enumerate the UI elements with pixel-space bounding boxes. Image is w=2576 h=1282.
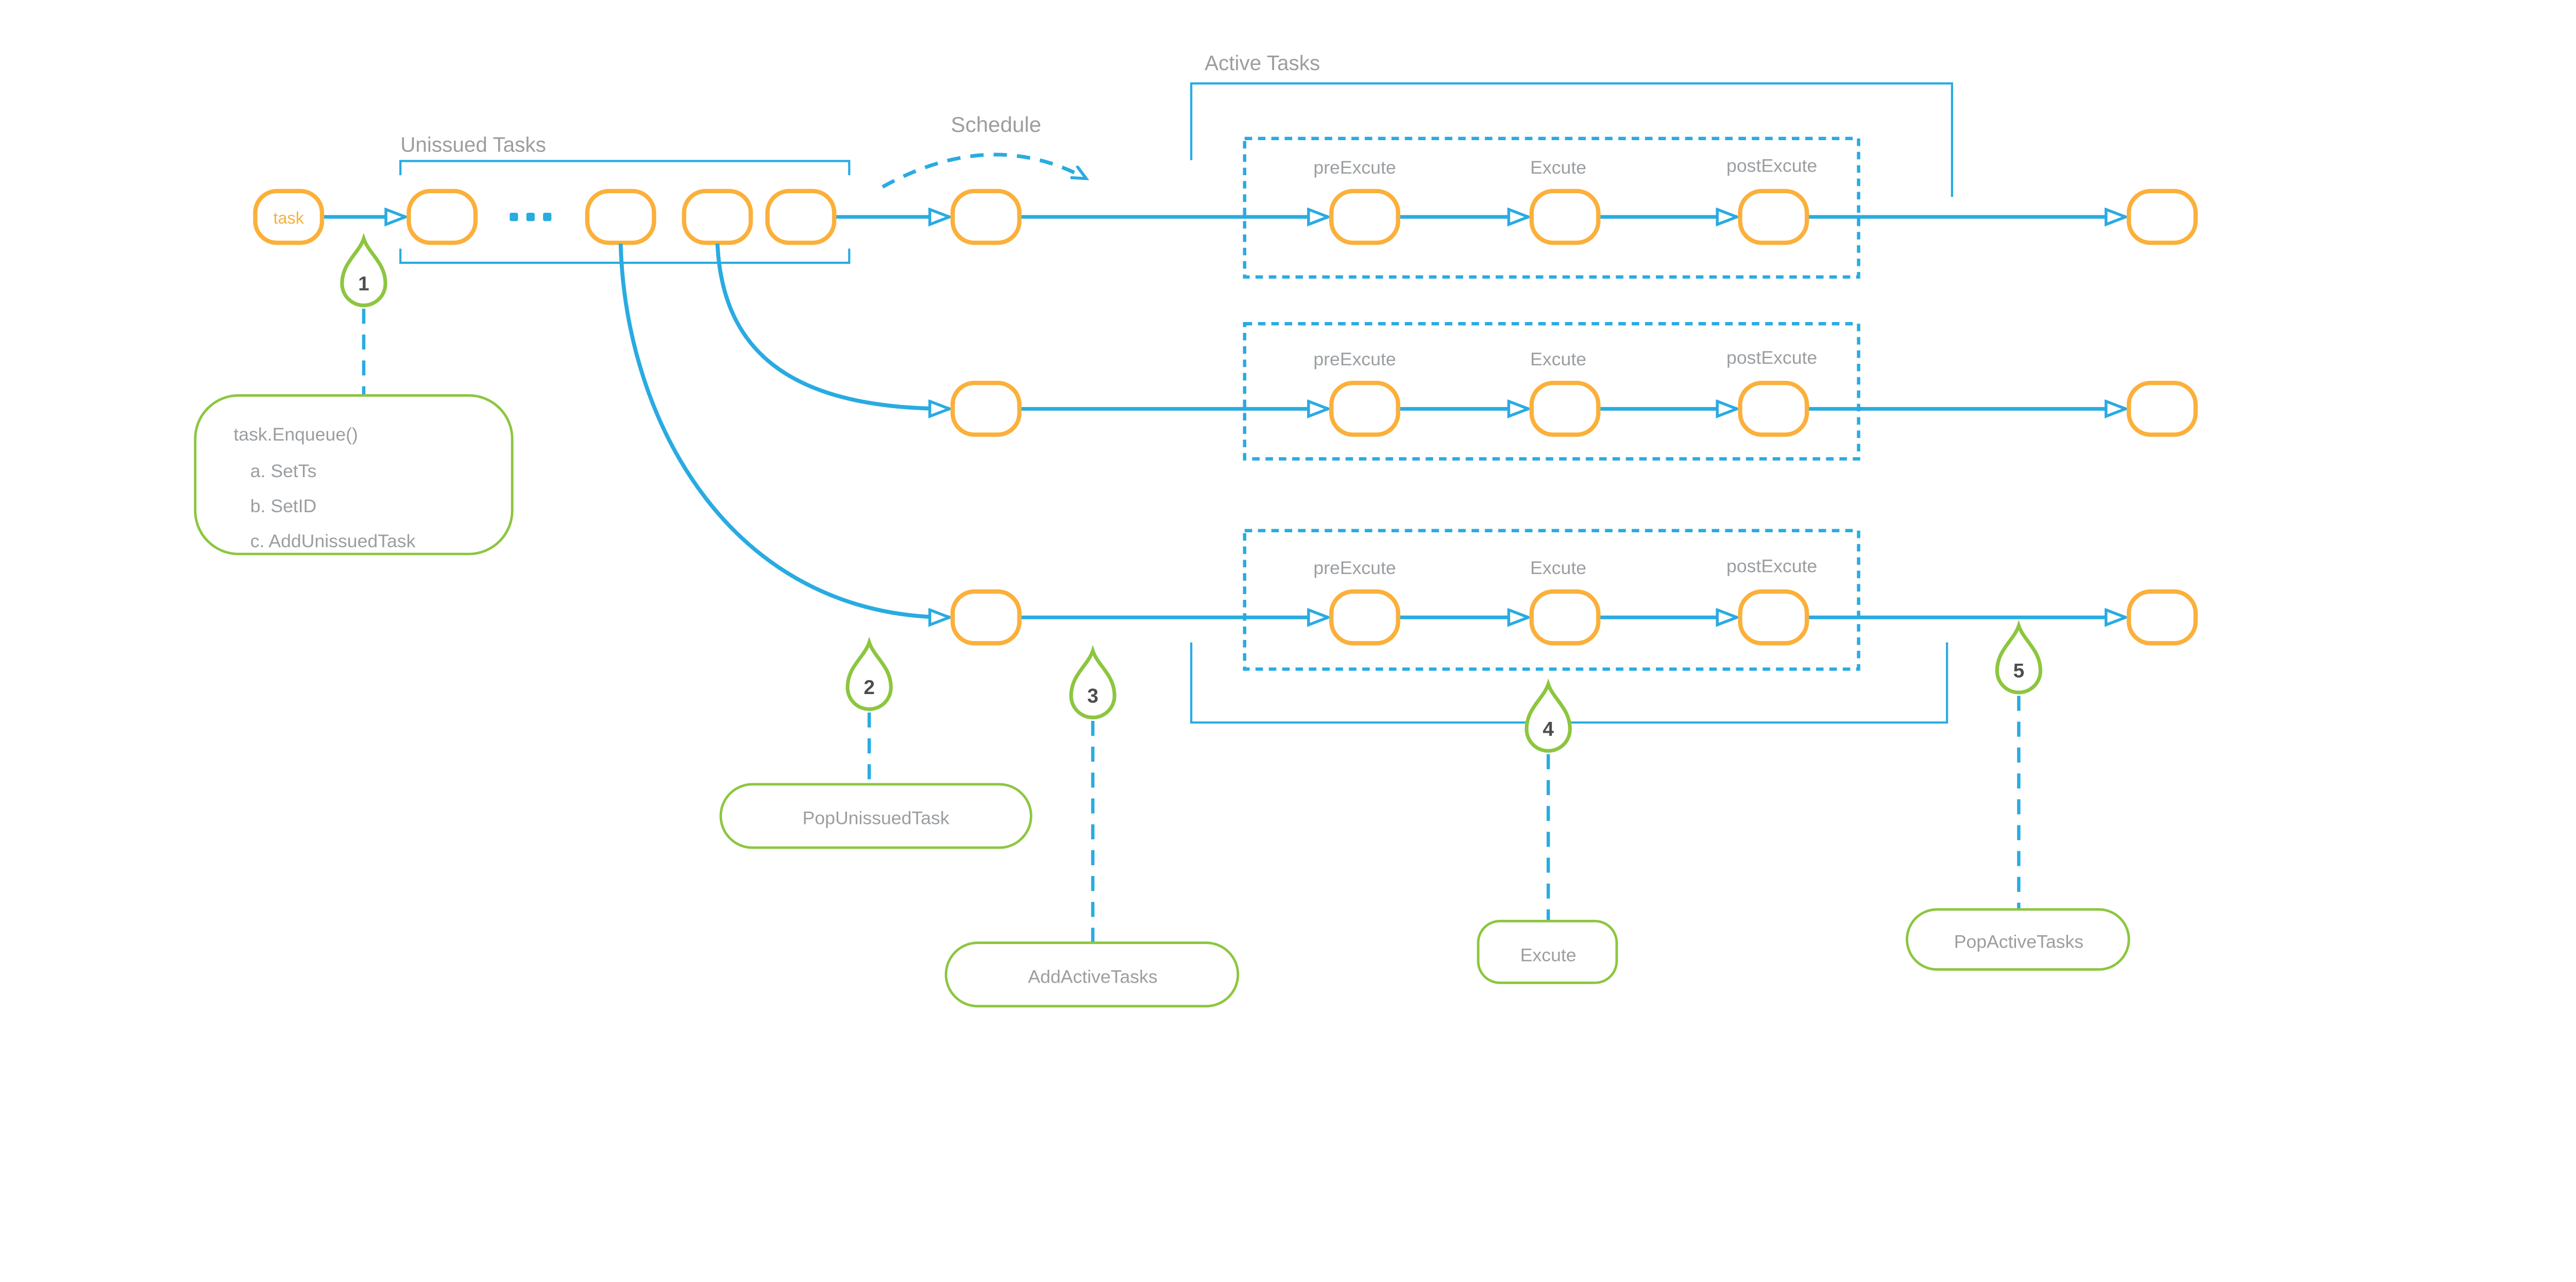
annotation-box-excute: [1477, 920, 1618, 984]
step-marker-1: 1: [342, 239, 385, 306]
annotation-enqueue-line-2: a. SetTs: [250, 461, 317, 481]
queue-node-2: [585, 189, 656, 245]
stage-label-excute-1: Excute: [1530, 157, 1586, 178]
done-node-3: [2126, 589, 2198, 646]
worker-row-2: preExcute Excute postExcute: [715, 243, 2198, 461]
postexcute-node-2: [1738, 380, 1809, 437]
step-marker-2: 2: [848, 643, 891, 710]
stage-label-preexcute-1: preExcute: [1313, 157, 1396, 178]
queue-node-4: [765, 189, 837, 245]
drop-icon-3: [1071, 651, 1114, 718]
excute-node-2: [1529, 380, 1601, 437]
annotation-enqueue-line-1: task.Enqueue(): [233, 424, 358, 445]
annotation-box-enqueue: [194, 394, 514, 555]
schedule-label: Schedule: [951, 112, 1041, 137]
annotation-box-popunissuedtask: [719, 783, 1032, 849]
arrow-queue-to-row-2: [715, 243, 949, 409]
queue-node-3: [682, 189, 753, 245]
worker-row-1: preExcute Excute postExcute task: [253, 137, 2198, 279]
stage-label-postexcute-2: postExcute: [1726, 347, 1817, 368]
schedule-arc-arrow: [882, 153, 1086, 189]
active-bracket-bottom: [1190, 642, 1948, 724]
step-annotations: 1 task.Enqueue() a. SetTs b. SetID c. Ad…: [194, 239, 2130, 1008]
done-node-1: [2126, 189, 2198, 245]
postexcute-node-1: [1738, 189, 1809, 245]
step-number-3: 3: [1087, 685, 1098, 707]
queue-node-1: [406, 189, 478, 245]
step-number-5: 5: [2013, 660, 2025, 682]
step-marker-4: 4: [1527, 684, 1570, 751]
unissued-tasks-group: Unissued Tasks: [399, 133, 851, 264]
task-node: [253, 189, 325, 245]
stage-label-postexcute-1: postExcute: [1726, 156, 1817, 176]
active-tasks-label: Active Tasks: [1205, 51, 1320, 75]
task-scheduler-diagram: Unissued Tasks Schedule Active Tasks pre…: [194, 51, 2198, 1008]
excute-node-1: [1529, 189, 1601, 245]
preexcute-node-1: [1329, 189, 1400, 245]
step-number-4: 4: [1543, 718, 1554, 740]
preexcute-node-2: [1329, 380, 1400, 437]
annotation-popactivetasks-label: PopActiveTasks: [1954, 931, 2083, 952]
annotation-enqueue-line-4: c. AddUnissuedTask: [250, 531, 416, 551]
execution-box-2: [1243, 322, 1860, 461]
annotation-box-addactivetasks: [944, 941, 1240, 1008]
annotation-excute-label: Excute: [1520, 944, 1577, 965]
excute-node-3: [1529, 589, 1601, 646]
unissued-tasks-label: Unissued Tasks: [400, 133, 546, 157]
stage-label-preexcute-3: preExcute: [1313, 558, 1396, 578]
scheduled-node-3: [950, 589, 1022, 646]
step-number-2: 2: [863, 677, 875, 699]
drop-icon-4: [1527, 684, 1570, 751]
annotation-enqueue-line-3: b. SetID: [250, 496, 317, 516]
stage-label-postexcute-3: postExcute: [1726, 556, 1817, 577]
worker-row-3: preExcute Excute postExcute: [618, 243, 2198, 671]
step-marker-3: 3: [1071, 651, 1114, 718]
stage-label-excute-2: Excute: [1530, 349, 1586, 369]
schedule-group: Schedule: [882, 112, 1086, 189]
ellipsis-dots: [510, 212, 552, 222]
scheduled-node-2: [950, 380, 1022, 437]
preexcute-node-3: [1329, 589, 1400, 646]
task-node-label: task: [274, 209, 304, 227]
postexcute-node-3: [1738, 589, 1809, 646]
annotation-popunissuedtask-label: PopUnissuedTask: [803, 808, 950, 829]
unissued-bracket-bottom: [399, 248, 851, 264]
active-bracket-top: [1190, 82, 1953, 197]
unissued-bracket-top: [399, 160, 851, 176]
drop-icon-5: [1997, 626, 2040, 693]
annotation-box-popactivetasks: [1905, 908, 2130, 971]
drop-icon-1: [342, 239, 385, 306]
annotation-addactivetasks-label: AddActiveTasks: [1028, 966, 1157, 987]
stage-label-preexcute-2: preExcute: [1313, 349, 1396, 369]
step-number-1: 1: [358, 273, 369, 295]
scheduled-node-1: [950, 189, 1022, 245]
drop-icon-2: [848, 643, 891, 710]
stage-label-excute-3: Excute: [1530, 558, 1586, 578]
arrow-queue-to-row-3: [618, 243, 950, 617]
execution-box-3: [1243, 529, 1860, 671]
done-node-2: [2126, 380, 2198, 437]
step-marker-5: 5: [1997, 626, 2040, 693]
